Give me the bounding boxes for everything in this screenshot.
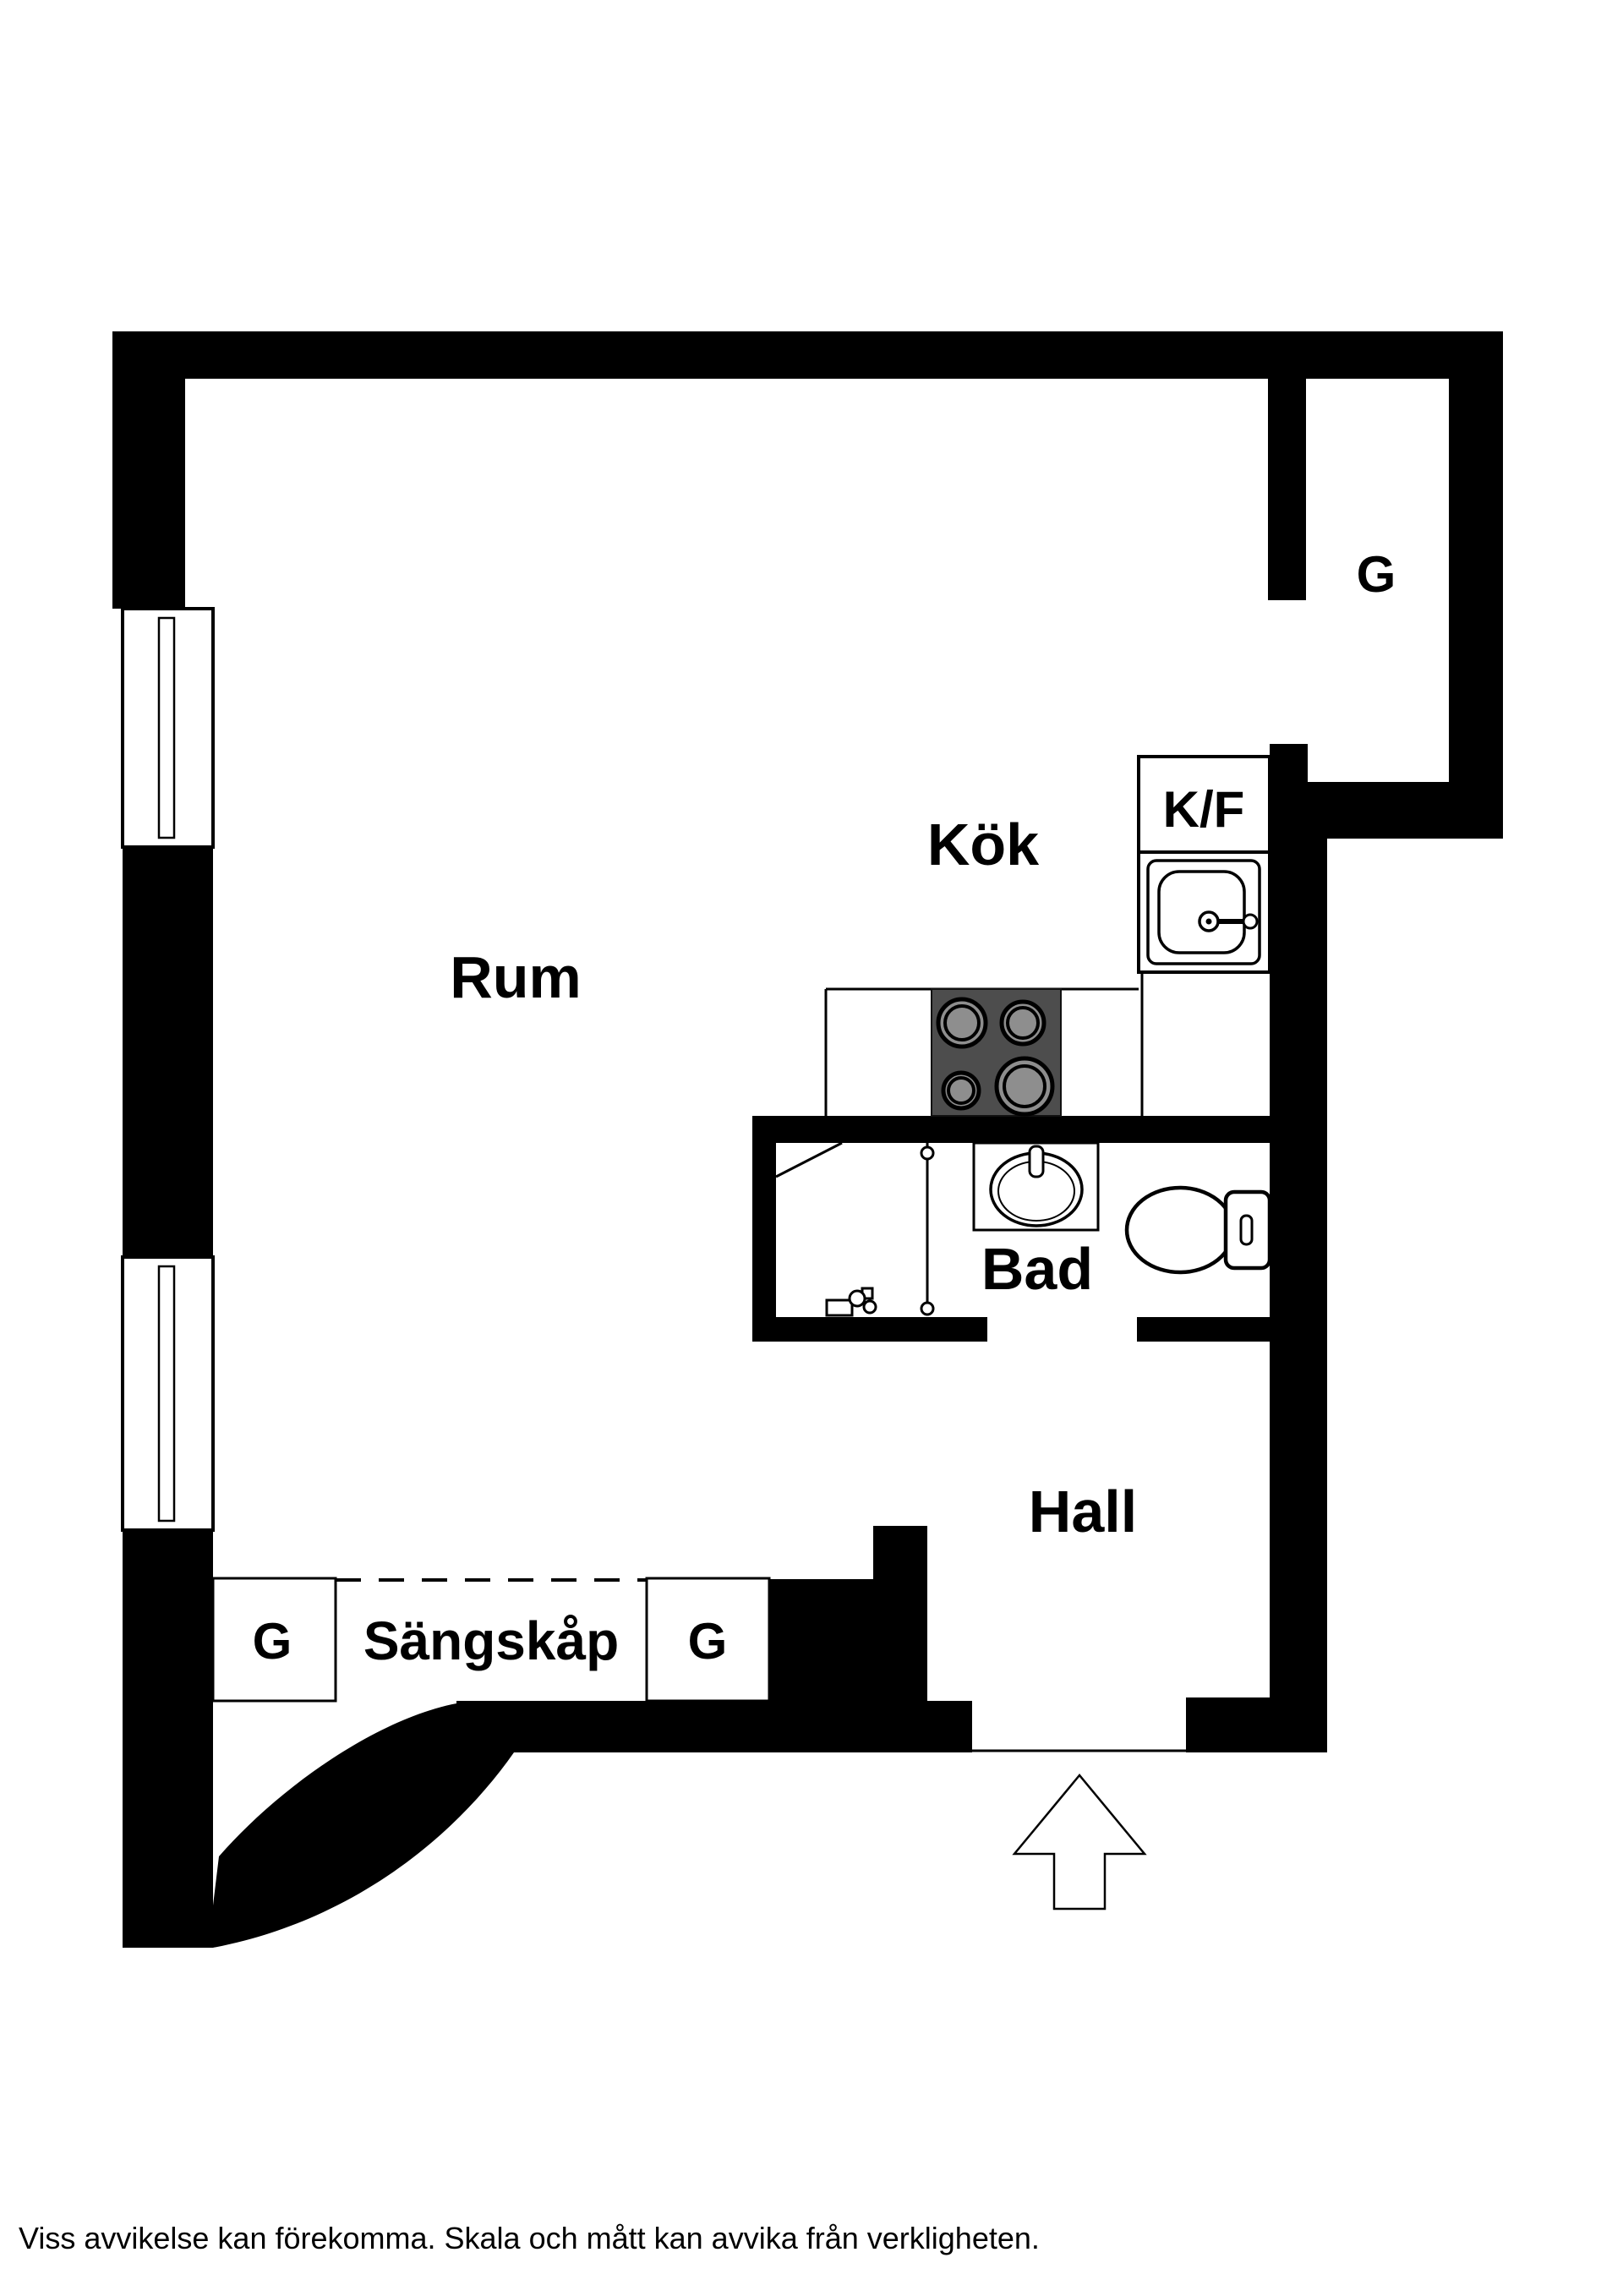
fridge-freezer-label: K/F <box>1163 781 1245 838</box>
window-glazing-icon <box>157 1265 176 1522</box>
wall-entry-foot <box>1186 1697 1327 1752</box>
room-label-kok: Kök <box>927 812 1039 877</box>
wall-bath-north <box>752 1116 1270 1143</box>
window-upper <box>121 607 215 849</box>
wall-top <box>112 331 1503 379</box>
kitchen-sink-icon <box>1137 850 1271 974</box>
closet-label-top-right: G <box>1357 546 1396 603</box>
room-label-rum: Rum <box>450 944 582 1010</box>
entrance <box>972 1749 1186 1911</box>
bathroom-sink-icon <box>972 1141 1100 1232</box>
shower-rail-icon <box>920 1143 935 1316</box>
wall-east-stub-top <box>1270 744 1308 782</box>
wall-gcloset-bottom <box>1270 782 1503 839</box>
wall-east <box>1270 839 1327 1697</box>
room-label-bad: Bad <box>981 1236 1093 1302</box>
wall-bath-south-right <box>1137 1317 1270 1342</box>
wall-gcloset-stub <box>1268 379 1306 600</box>
disclaimer-text: Viss avvikelse kan förekomma. Skala och … <box>19 2221 1040 2255</box>
window-glazing-icon <box>157 616 176 839</box>
closet-label-left: G <box>253 1613 292 1670</box>
wardrobe-left-box <box>211 1577 337 1703</box>
wall-left-upper <box>112 379 185 609</box>
wall-hall-west <box>767 1579 927 1701</box>
room-label-hall: Hall <box>1029 1479 1137 1544</box>
stove-icon <box>931 988 1062 1117</box>
wall-curved-corner <box>213 1701 972 1948</box>
entrance-arrow-icon <box>1012 1774 1147 1911</box>
kitchen-fixtures <box>824 755 1271 1117</box>
window-lower <box>121 1255 215 1532</box>
room-label-sangskap: Sängskåp <box>363 1610 619 1671</box>
shower-corner-line <box>775 1141 843 1178</box>
bathroom-fixtures <box>775 1141 1272 1317</box>
wardrobe-right-box <box>645 1577 771 1703</box>
wall-right-outer <box>1449 379 1503 839</box>
wall-hall-west-finger <box>873 1526 927 1579</box>
wardrobe-strip <box>211 1577 771 1703</box>
wall-left-lower <box>123 1530 213 1948</box>
windows <box>121 607 215 1532</box>
wall-bath-south-left <box>752 1317 987 1342</box>
wall-left-mid <box>123 847 213 1257</box>
closet-label-right: G <box>688 1613 728 1670</box>
walls <box>112 331 1503 1948</box>
shower-mixer-icon <box>825 1287 877 1317</box>
toilet-icon <box>1124 1185 1272 1275</box>
wall-bath-west <box>752 1143 776 1317</box>
